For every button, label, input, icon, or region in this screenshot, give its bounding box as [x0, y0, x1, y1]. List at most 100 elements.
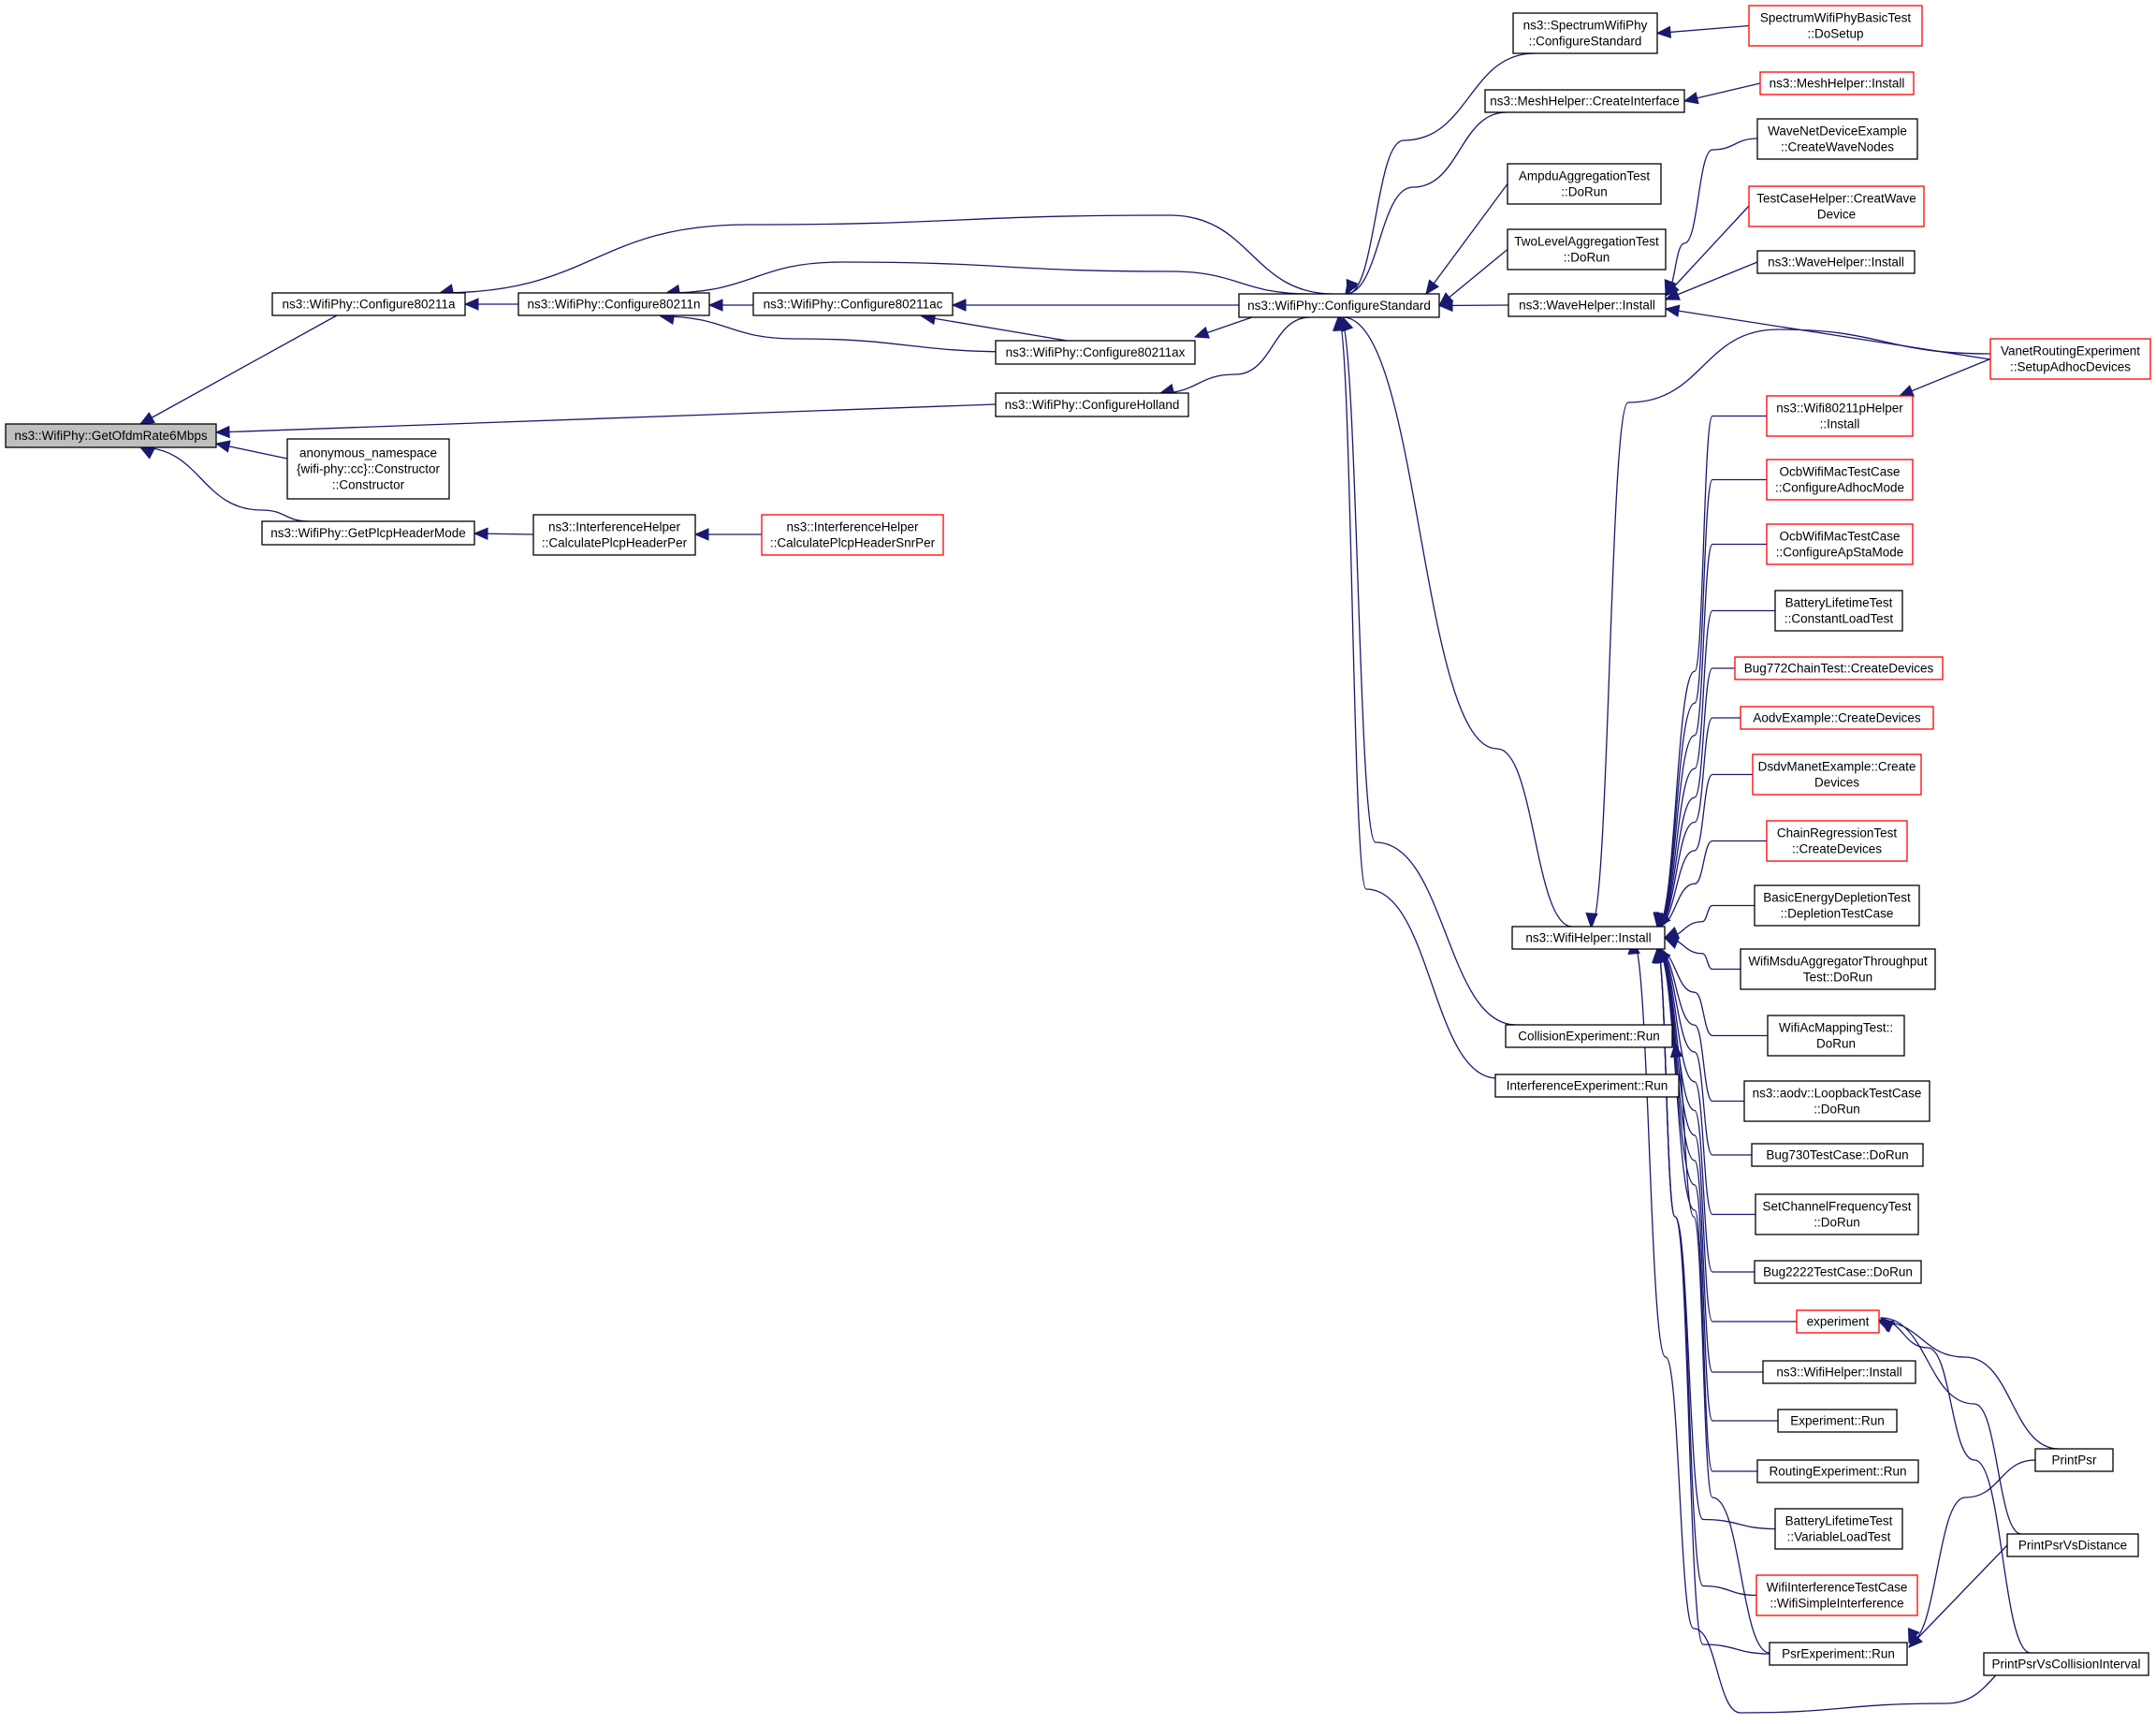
- node-box[interactable]: [1754, 884, 1920, 927]
- node-box[interactable]: [1774, 1508, 1903, 1550]
- node-box[interactable]: [1740, 706, 1934, 730]
- node-box[interactable]: [2006, 1533, 2139, 1557]
- graph-node-batconst[interactable]: BatteryLifetimeTest::ConstantLoadTest: [1774, 590, 1903, 632]
- graph-node-routingexp[interactable]: RoutingExperiment::Run: [1756, 1459, 1919, 1483]
- graph-node-ampdu[interactable]: AmpduAggregationTest::DoRun: [1507, 163, 1662, 205]
- graph-node-exprun[interactable]: Experiment::Run: [1777, 1409, 1898, 1433]
- node-box[interactable]: [261, 520, 475, 546]
- node-box[interactable]: [995, 340, 1196, 365]
- graph-node-ocbapsta[interactable]: OcbWifiMacTestCase::ConfigureApStaMode: [1766, 523, 1914, 565]
- node-box[interactable]: [1754, 1260, 1922, 1284]
- node-box[interactable]: [1756, 118, 1918, 160]
- graph-node-calcper[interactable]: ns3::InterferenceHelper::CalculatePlcpHe…: [532, 514, 696, 556]
- node-box[interactable]: [1507, 163, 1662, 205]
- node-box[interactable]: [1769, 1642, 1908, 1666]
- node-box[interactable]: [1734, 656, 1944, 680]
- graph-node-vanet[interactable]: VanetRoutingExperiment::SetupAdhocDevice…: [1989, 338, 2151, 380]
- graph-node-spectrum[interactable]: ns3::SpectrumWifiPhy::ConfigureStandard: [1512, 12, 1658, 54]
- graph-node-c80211n[interactable]: ns3::WifiPhy::Configure80211n: [517, 292, 710, 316]
- node-box[interactable]: [1766, 820, 1908, 862]
- node-box[interactable]: [1756, 250, 1916, 274]
- node-box[interactable]: [1748, 5, 1923, 47]
- graph-node-ocbadhoc[interactable]: OcbWifiMacTestCase::ConfigureAdhocMode: [1766, 459, 1914, 501]
- node-box[interactable]: [1494, 1074, 1680, 1098]
- node-box[interactable]: [1507, 228, 1667, 270]
- node-box[interactable]: [995, 392, 1189, 417]
- node-box[interactable]: [1766, 459, 1914, 501]
- graph-node-meshcreate[interactable]: ns3::MeshHelper::CreateInterface: [1484, 89, 1685, 113]
- node-box[interactable]: [1759, 71, 1915, 95]
- graph-node-acmapping[interactable]: WifiAcMappingTest::DoRun: [1767, 1015, 1905, 1057]
- graph-node-interfexp[interactable]: InterferenceExperiment::Run: [1494, 1074, 1680, 1098]
- graph-node-wifi80211p[interactable]: ns3::Wifi80211pHelper::Install: [1766, 395, 1914, 437]
- node-box[interactable]: [1755, 1574, 1918, 1616]
- graph-node-twolevel[interactable]: TwoLevelAggregationTest::DoRun: [1507, 228, 1667, 270]
- graph-node-meshinstall[interactable]: ns3::MeshHelper::Install: [1759, 71, 1915, 95]
- node-box[interactable]: [517, 292, 710, 316]
- graph-node-getofdm[interactable]: ns3::WifiPhy::GetOfdmRate6Mbps: [5, 423, 217, 448]
- node-box[interactable]: [1508, 293, 1667, 317]
- graph-node-holland[interactable]: ns3::WifiPhy::ConfigureHolland: [995, 392, 1189, 417]
- graph-node-batvar[interactable]: BatteryLifetimeTest::VariableLoadTest: [1774, 1508, 1903, 1550]
- graph-node-specbasic[interactable]: SpectrumWifiPhyBasicTest::DoSetup: [1748, 5, 1923, 47]
- node-box[interactable]: [271, 292, 466, 316]
- node-box[interactable]: [1755, 1193, 1919, 1235]
- graph-node-bug2222[interactable]: Bug2222TestCase::DoRun: [1754, 1260, 1922, 1284]
- node-box[interactable]: [1983, 1652, 2149, 1676]
- graph-node-waveinstall2[interactable]: ns3::WaveHelper::Install: [1756, 250, 1916, 274]
- node-box[interactable]: [1751, 1143, 1924, 1167]
- graph-node-collision[interactable]: CollisionExperiment::Run: [1505, 1024, 1673, 1048]
- node-box[interactable]: [1777, 1409, 1898, 1433]
- node-box[interactable]: [1766, 523, 1914, 565]
- node-box[interactable]: [1796, 1309, 1880, 1334]
- graph-node-setchan[interactable]: SetChannelFrequencyTest::DoRun: [1755, 1193, 1919, 1235]
- node-box[interactable]: [286, 438, 450, 500]
- graph-node-dsdv[interactable]: DsdvManetExample::CreateDevices: [1752, 753, 1922, 796]
- graph-node-basicenergy[interactable]: BasicEnergyDepletionTest::DepletionTestC…: [1754, 884, 1920, 927]
- graph-node-loopback[interactable]: ns3::aodv::LoopbackTestCase::DoRun: [1743, 1080, 1930, 1122]
- node-box[interactable]: [1238, 293, 1440, 318]
- node-box[interactable]: [1767, 1015, 1905, 1057]
- node-box[interactable]: [1989, 338, 2151, 380]
- graph-node-chainreg[interactable]: ChainRegressionTest::CreateDevices: [1766, 820, 1908, 862]
- graph-node-c80211ac[interactable]: ns3::WifiPhy::Configure80211ac: [752, 292, 954, 316]
- node-box[interactable]: [5, 423, 217, 448]
- node-box[interactable]: [1748, 185, 1925, 227]
- graph-node-bug730[interactable]: Bug730TestCase::DoRun: [1751, 1143, 1924, 1167]
- graph-node-psrexp[interactable]: PsrExperiment::Run: [1769, 1642, 1908, 1666]
- node-box[interactable]: [2034, 1448, 2114, 1472]
- node-box[interactable]: [1774, 590, 1903, 632]
- node-box[interactable]: [1505, 1024, 1673, 1048]
- node-box[interactable]: [1762, 1360, 1916, 1384]
- graph-node-wifihelper[interactable]: ns3::WifiHelper::Install: [1511, 926, 1666, 950]
- graph-node-waveinstall[interactable]: ns3::WaveHelper::Install: [1508, 293, 1667, 317]
- graph-node-calcsnr[interactable]: ns3::InterferenceHelper::CalculatePlcpHe…: [761, 514, 944, 556]
- graph-node-experiment[interactable]: experiment: [1796, 1309, 1880, 1334]
- graph-node-c80211ax[interactable]: ns3::WifiPhy::Configure80211ax: [995, 340, 1196, 365]
- graph-node-wifihelper2[interactable]: ns3::WifiHelper::Install: [1762, 1360, 1916, 1384]
- graph-node-wavenet[interactable]: WaveNetDeviceExample::CreateWaveNodes: [1756, 118, 1918, 160]
- graph-node-aodvex[interactable]: AodvExample::CreateDevices: [1740, 706, 1934, 730]
- node-box[interactable]: [1511, 926, 1666, 950]
- graph-node-bug772[interactable]: Bug772ChainTest::CreateDevices: [1734, 656, 1944, 680]
- graph-node-cfgstd[interactable]: ns3::WifiPhy::ConfigureStandard: [1238, 293, 1440, 318]
- graph-node-anon[interactable]: anonymous_namespace{wifi-phy::cc}::Const…: [286, 438, 450, 500]
- node-box[interactable]: [1756, 1459, 1919, 1483]
- node-box[interactable]: [761, 514, 944, 556]
- node-box[interactable]: [752, 292, 954, 316]
- graph-node-c80211a[interactable]: ns3::WifiPhy::Configure80211a: [271, 292, 466, 316]
- graph-node-printpsrcoll[interactable]: PrintPsrVsCollisionInterval: [1983, 1652, 2149, 1676]
- node-box[interactable]: [1740, 948, 1936, 990]
- node-box[interactable]: [532, 514, 696, 556]
- graph-node-getplcp[interactable]: ns3::WifiPhy::GetPlcpHeaderMode: [261, 520, 475, 546]
- node-box[interactable]: [1484, 89, 1685, 113]
- node-box[interactable]: [1766, 395, 1914, 437]
- node-box[interactable]: [1752, 753, 1922, 796]
- graph-node-wifiinterf[interactable]: WifiInterferenceTestCase::WifiSimpleInte…: [1755, 1574, 1918, 1616]
- node-box[interactable]: [1743, 1080, 1930, 1122]
- graph-node-printpsrdist[interactable]: PrintPsrVsDistance: [2006, 1533, 2139, 1557]
- node-box[interactable]: [1512, 12, 1658, 54]
- graph-node-printpsr[interactable]: PrintPsr: [2034, 1448, 2114, 1472]
